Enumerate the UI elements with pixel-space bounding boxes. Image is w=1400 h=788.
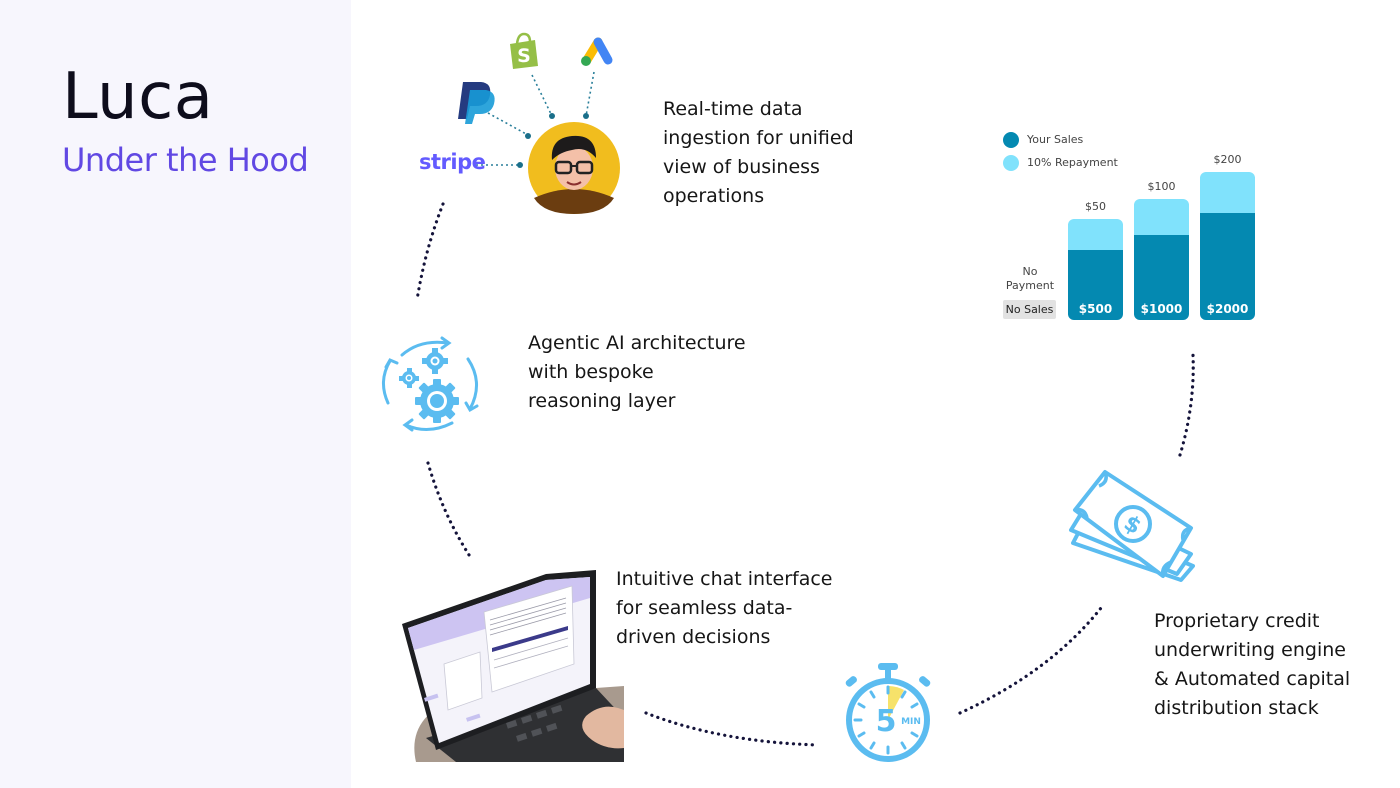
- gears-cycle-icon: [382, 336, 479, 432]
- bar-segment-repayment: [1200, 172, 1255, 214]
- page-subtitle: Under the Hood: [62, 141, 309, 179]
- bar-$500: $500: [1068, 218, 1123, 320]
- connector-credit-to-chart: [1178, 353, 1195, 457]
- no-payment-label: No Payment: [1005, 265, 1055, 292]
- no-sales-label: No Sales: [1003, 300, 1056, 319]
- legend-label-repayment: 10% Repayment: [1027, 156, 1118, 169]
- integrations-hub-icon: S: [458, 32, 620, 214]
- legend-swatch-sales: [1003, 131, 1019, 148]
- money-bills-icon: $: [1069, 470, 1195, 582]
- bar-segment-sales: [1068, 249, 1123, 320]
- left-panel: [0, 0, 351, 788]
- bar-segment-sales: [1200, 213, 1255, 320]
- connector-agentic-to-chat: [426, 461, 473, 560]
- legend-item-sales: Your Sales: [1003, 128, 1118, 151]
- chart-legend: Your Sales 10% Repayment: [1003, 128, 1118, 174]
- svg-text:S: S: [517, 45, 531, 67]
- legend-item-repayment: 10% Repayment: [1003, 151, 1118, 174]
- stripe-logo: stripe: [419, 150, 486, 174]
- bar-repayment-label: $200: [1213, 153, 1242, 166]
- timer-number: 5: [876, 704, 897, 739]
- avatar: [528, 122, 620, 214]
- google-ads-logo: [581, 37, 613, 66]
- step-ingestion-description: Real-time data ingestion for unified vie…: [663, 98, 854, 207]
- bar-repayment-label: $100: [1147, 180, 1176, 194]
- bar-repayment-label: $50: [1085, 199, 1106, 213]
- connector-ingestion-to-agentic: [415, 202, 445, 302]
- step-agentic-description: Agentic AI architecture with bespoke rea…: [528, 332, 746, 412]
- step-credit-description: Proprietary credit underwriting engine &…: [1154, 610, 1351, 719]
- step-chat-description: Intuitive chat interface for seamless da…: [616, 568, 833, 648]
- paypal-logo: [458, 82, 495, 124]
- bar-segment-sales: [1134, 235, 1189, 320]
- bar-$1000: $1000: [1134, 199, 1189, 320]
- page-title: Luca: [62, 60, 214, 134]
- timer-unit: MIN: [901, 717, 921, 727]
- bar-value-label: $2000: [1206, 302, 1249, 316]
- bar-value-label: $500: [1078, 302, 1113, 316]
- legend-label-sales: Your Sales: [1027, 133, 1084, 146]
- connector-chat-to-timer: [644, 711, 820, 747]
- bar-$2000: $2000: [1200, 172, 1255, 320]
- connector-timer-to-credit: [958, 606, 1103, 715]
- bar-value-label: $1000: [1140, 301, 1183, 316]
- bar-segment-repayment: [1068, 218, 1123, 250]
- legend-swatch-repayment: [1003, 154, 1019, 171]
- laptop-chat-image: [396, 568, 624, 762]
- stopwatch-5-min-icon: 5 MIN: [845, 663, 931, 762]
- bar-segment-repayment: [1134, 199, 1189, 236]
- shopify-logo: S: [510, 32, 538, 69]
